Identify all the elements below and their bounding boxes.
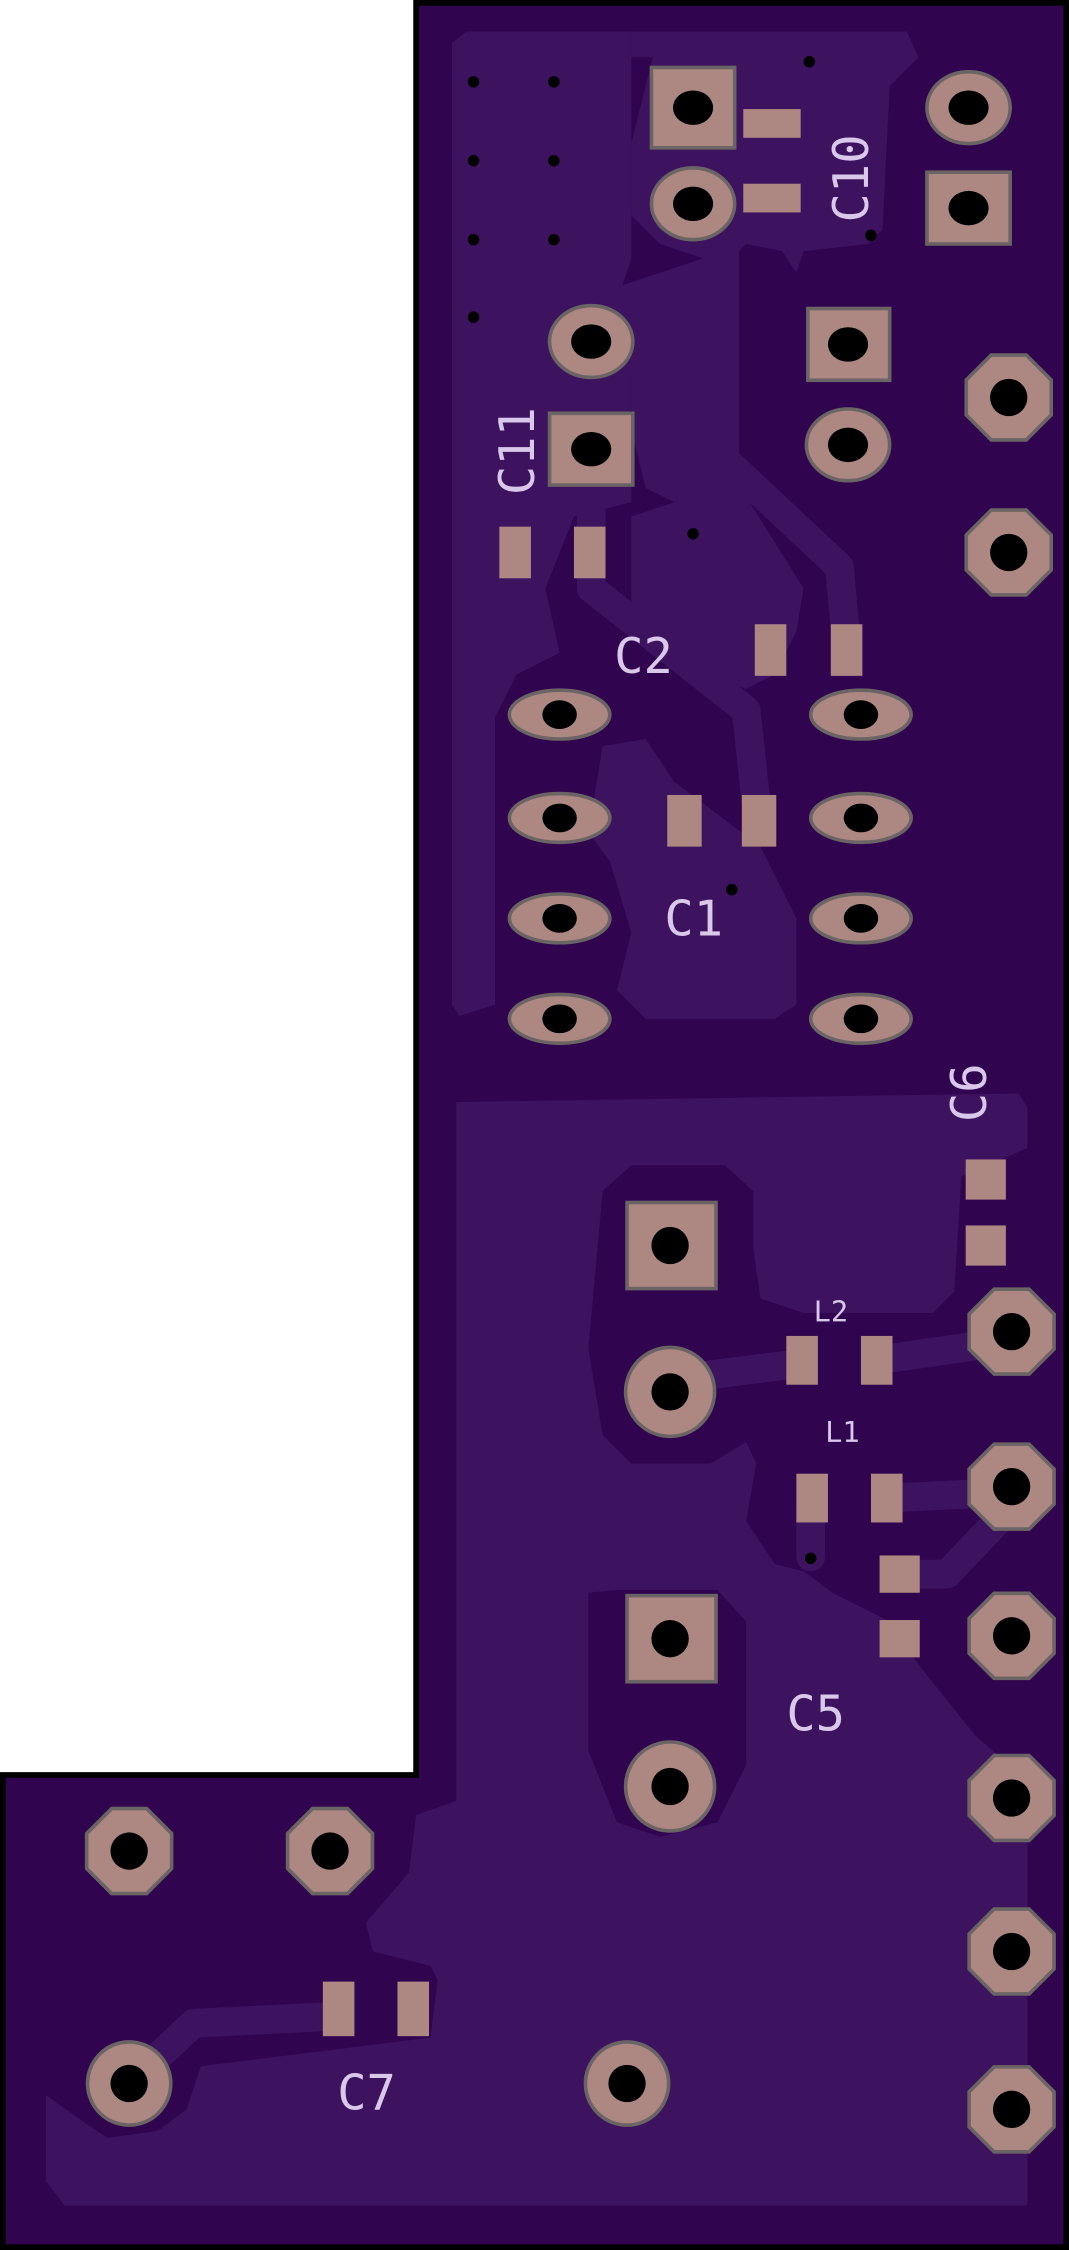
drill-hole — [311, 1832, 349, 1870]
silkscreen: C10 C11 C2 C1 C6 L2 L1 C5 C7 — [337, 134, 998, 2121]
drill-hole — [992, 1932, 1031, 1971]
label-c11: C11 — [489, 407, 546, 495]
through-hole-pads — [85, 65, 1012, 2127]
vias — [467, 56, 877, 1565]
octagon-pads — [84, 353, 1056, 2154]
drill-hole — [992, 1467, 1031, 1506]
drill-hole — [990, 378, 1028, 417]
drill-hole — [992, 1312, 1031, 1351]
label-c10: C10 — [823, 134, 880, 222]
label-c6: C6 — [941, 1063, 998, 1122]
drill-hole — [990, 533, 1028, 572]
label-c7: C7 — [337, 2064, 396, 2121]
label-c1: C1 — [664, 891, 723, 948]
drill-hole — [992, 1779, 1031, 1817]
label-c2: C2 — [614, 628, 673, 685]
drill-hole — [110, 1832, 148, 1870]
label-c5: C5 — [786, 1686, 845, 1743]
label-l2: L2 — [814, 1295, 849, 1329]
smd-pads — [322, 109, 1006, 2037]
drill-hole — [992, 2090, 1031, 2128]
copper-pour — [45, 31, 1028, 2206]
dip-socket-pads — [507, 688, 913, 1046]
drill-hole — [992, 1617, 1031, 1655]
label-l1: L1 — [825, 1415, 860, 1449]
